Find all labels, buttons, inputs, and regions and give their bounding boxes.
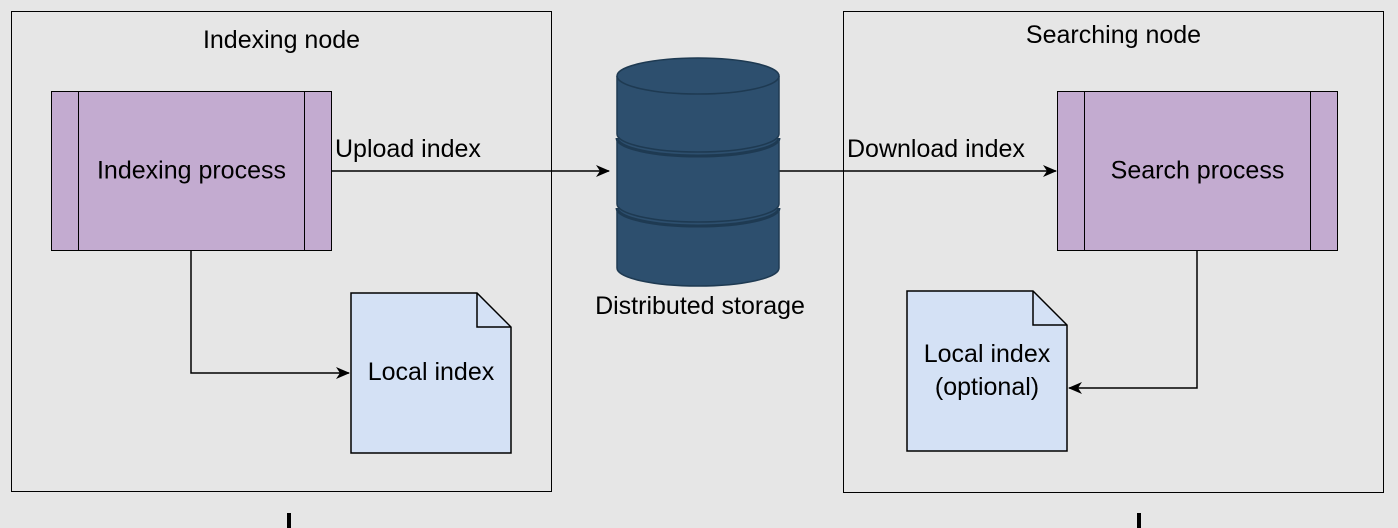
search-process: Search process — [1057, 91, 1338, 251]
local-index-label: Local index — [367, 358, 495, 386]
document-fold — [476, 293, 511, 328]
optional-local-index-label: Local index (optional) — [907, 338, 1067, 404]
distributed-storage-label: Distributed storage — [595, 292, 805, 320]
search-process-label: Search process — [1110, 156, 1285, 185]
bottom-marker — [1137, 513, 1141, 528]
optional-local-index-line1: Local index — [923, 340, 1051, 368]
indexing-node-title: Indexing node — [202, 26, 361, 54]
indexing-node: Indexing node — [11, 11, 552, 492]
document-fold — [1032, 291, 1067, 326]
local-index-document — [350, 292, 512, 454]
indexing-process-label: Indexing process — [96, 156, 286, 185]
download-index-label: Download index — [847, 135, 1025, 163]
searching-node: Searching node — [843, 11, 1384, 493]
bottom-marker — [287, 513, 291, 528]
optional-local-index-line2: (optional) — [934, 373, 1040, 401]
upload-index-label: Upload index — [335, 135, 481, 163]
searching-node-title: Searching node — [1025, 21, 1202, 49]
database-icon — [615, 57, 781, 287]
indexing-to-local-index-arrow — [190, 251, 350, 379]
indexing-process: Indexing process — [51, 91, 332, 251]
optional-local-index-document — [906, 290, 1068, 452]
search-to-local-index-arrow — [1068, 251, 1198, 394]
